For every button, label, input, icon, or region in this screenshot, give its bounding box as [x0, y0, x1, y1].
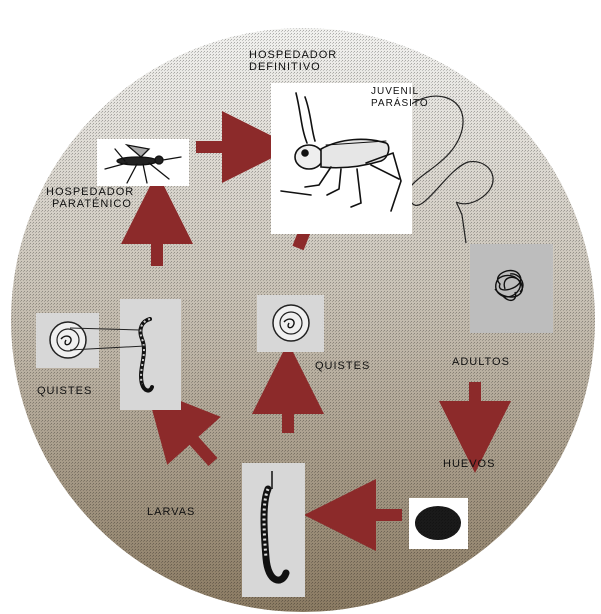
- adults-label: ADULTOS: [452, 356, 510, 368]
- definitive-host-label-line2: DEFINITIVO: [249, 61, 337, 73]
- paratenic-label-line2: PARATÉNICO: [46, 198, 134, 210]
- eggs-label: HUEVOS: [443, 458, 495, 470]
- cysts-label-center: QUISTES: [315, 360, 370, 372]
- larva-icon: [242, 463, 305, 597]
- egg-icon: [409, 498, 468, 549]
- paratenic-host-label: HOSPEDADOR PARATÉNICO: [46, 186, 134, 210]
- larvae-label: LARVAS: [147, 506, 195, 518]
- cyst-link-lines: [70, 318, 150, 368]
- cysts-label-left: QUISTES: [37, 385, 92, 397]
- cyst-icon: [257, 295, 324, 352]
- mosquito-panel: [97, 139, 189, 186]
- adult-worm-panel: [470, 244, 553, 333]
- larva-panel-bottom: [242, 463, 305, 597]
- mosquito-icon: [97, 139, 189, 186]
- juvenile-label-line1: JUVENIL: [371, 86, 429, 98]
- egg-panel: [409, 498, 468, 549]
- juvenile-label-line2: PARÁSITO: [371, 98, 429, 110]
- paratenic-label-line1: HOSPEDADOR: [46, 186, 134, 198]
- cyst-panel-center: [257, 295, 324, 352]
- juvenile-parasite-label: JUVENIL PARÁSITO: [371, 86, 429, 110]
- definitive-host-label-line1: HOSPEDADOR: [249, 49, 337, 61]
- definitive-host-label: HOSPEDADOR DEFINITIVO: [249, 49, 337, 73]
- worm-ball-icon: [470, 244, 553, 333]
